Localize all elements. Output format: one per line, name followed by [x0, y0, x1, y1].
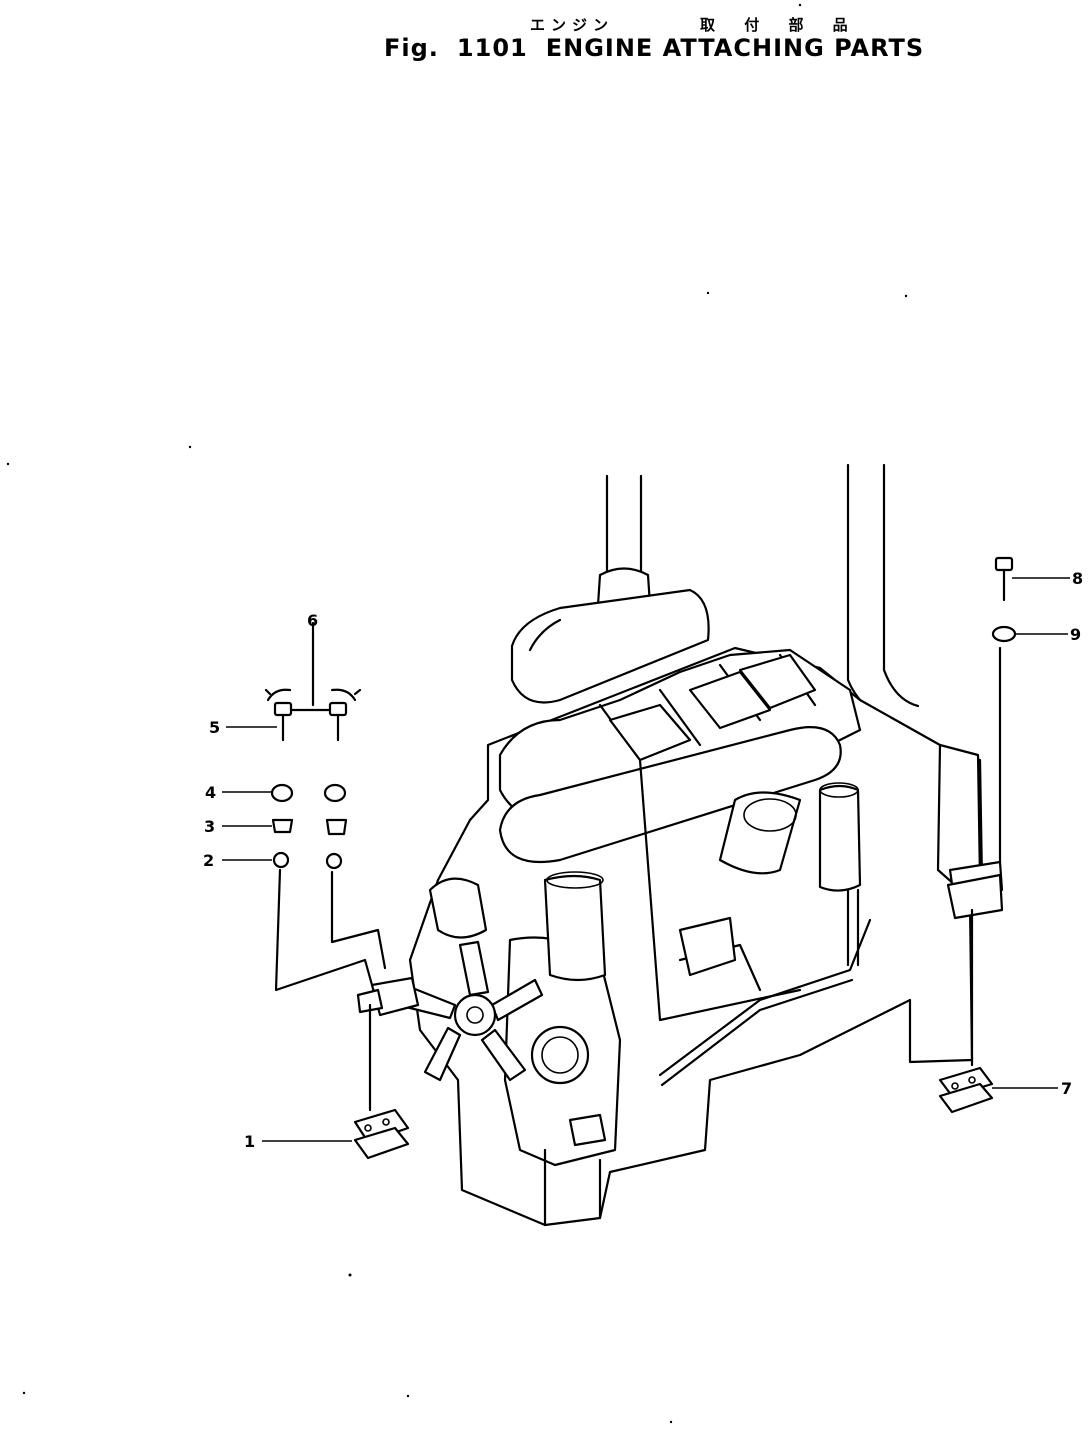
figure-title: Fig. 1101 ENGINE ATTACHING PARTS [384, 34, 942, 62]
callout-2: 2 [203, 851, 272, 870]
callout-label-3: 3 [204, 817, 215, 836]
callout-1: 1 [244, 1132, 352, 1151]
japanese-title-attaching: 取 付 部 品 [700, 16, 860, 34]
rear-mount-parts [938, 556, 1017, 1114]
callout-label-8: 8 [1072, 569, 1083, 588]
callout-label-1: 1 [244, 1132, 255, 1151]
engine-assembly [356, 463, 1004, 1227]
figure-title-text: ENGINE ATTACHING PARTS [545, 34, 925, 62]
callout-6: 6 [307, 611, 318, 630]
callout-label-2: 2 [203, 851, 214, 870]
front-mount-parts [264, 621, 410, 1160]
callout-9: 9 [1015, 625, 1081, 644]
callout-label-6: 6 [307, 611, 318, 630]
callout-label-7: 7 [1061, 1079, 1072, 1098]
callout-label-9: 9 [1070, 625, 1081, 644]
figure-number: 1101 [456, 34, 528, 62]
callout-4: 4 [205, 783, 272, 802]
figure-label: Fig. [384, 34, 439, 62]
callout-7: 7 [992, 1079, 1072, 1098]
scan-specks [6, 3, 908, 1424]
callout-label-4: 4 [205, 783, 216, 802]
callout-5: 5 [209, 718, 277, 737]
callout-8: 8 [1012, 569, 1083, 588]
japanese-title-engine: エンジン [530, 16, 615, 34]
callout-3: 3 [204, 817, 272, 836]
callout-label-5: 5 [209, 718, 220, 737]
